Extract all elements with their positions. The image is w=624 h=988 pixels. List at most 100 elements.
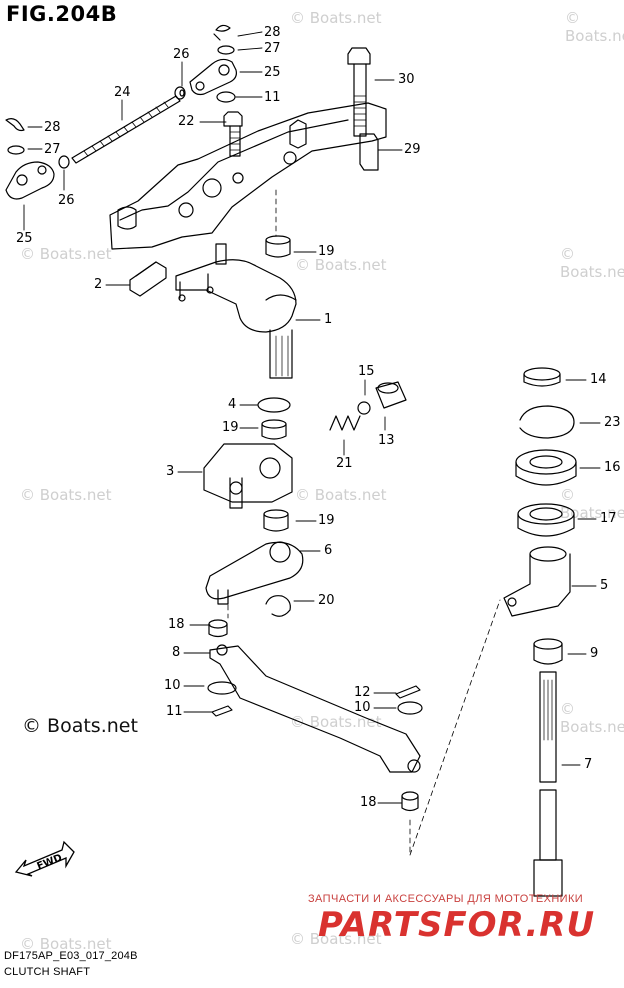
callout-26: 26 (58, 193, 75, 208)
callout-9: 9 (590, 646, 599, 661)
part-21-spring (329, 415, 361, 431)
part-13-sleeve (375, 381, 407, 409)
diagram-name: CLUTCH SHAFT (4, 966, 91, 978)
watermark: © Boats.net (565, 9, 624, 45)
callout-14: 14 (590, 372, 607, 387)
part-10-washer-b (397, 701, 423, 715)
leader-lines (23, 31, 601, 804)
callout-26: 26 (173, 47, 190, 62)
alignment-lines (227, 189, 501, 856)
callout-8: 8 (172, 645, 181, 660)
fwd-arrow-icon: FWD (14, 840, 75, 877)
callout-1: 1 (324, 312, 333, 327)
callout-19: 19 (318, 244, 335, 259)
callout-4: 4 (228, 397, 237, 412)
promo-text: ЗАПЧАСТИ И АКСЕССУАРЫ ДЛЯ МОТОТЕХНИКИ (308, 893, 584, 905)
callout-24: 24 (114, 85, 131, 100)
part-16-bearing (515, 449, 577, 486)
watermark: © Boats.net (295, 256, 387, 274)
callout-18: 18 (360, 795, 377, 810)
part-25-ball-joint-left (5, 161, 55, 200)
part-3-cam-housing (203, 443, 293, 509)
part-9-bushing (533, 638, 563, 665)
callout-19: 19 (222, 420, 239, 435)
callout-28: 28 (264, 25, 281, 40)
callout-21: 21 (336, 456, 353, 471)
part-8-link-rod (209, 644, 421, 773)
model-code: DF175AP_E03_017_204B (4, 950, 138, 962)
part-19-bushing-a (265, 235, 291, 258)
part-25-ball-joint-top (189, 58, 237, 96)
watermark: © Boats.net (20, 935, 112, 953)
part-18-bushing-a (208, 619, 228, 638)
callout-17: 17 (600, 511, 617, 526)
watermark: © Boats.net (295, 486, 387, 504)
watermark: © Boats.net (290, 713, 382, 731)
part-7-clutch-shaft (533, 671, 563, 897)
part-4-washer (257, 397, 291, 413)
callout-11: 11 (166, 704, 183, 719)
part-27-washer-top (217, 45, 235, 55)
part-12-cotter-pin (395, 685, 421, 699)
watermark: © Boats.net (20, 245, 112, 263)
callout-6: 6 (324, 543, 333, 558)
callout-15: 15 (358, 364, 375, 379)
part-19-bushing-b (261, 419, 287, 440)
part-30-bolt (347, 47, 371, 137)
callout-28: 28 (44, 120, 61, 135)
part-28-clip-left (5, 118, 25, 132)
watermark: © Boats.net (560, 245, 624, 281)
part-15-ball (357, 401, 371, 415)
callout-30: 30 (398, 72, 415, 87)
callout-29: 29 (404, 142, 421, 157)
callout-20: 20 (318, 593, 335, 608)
part-11-washer-top (216, 91, 236, 103)
part-28-clip-top (213, 24, 231, 41)
part-27-washer-left (7, 145, 25, 155)
callout-18: 18 (168, 617, 185, 632)
callout-13: 13 (378, 433, 395, 448)
watermark-large: © Boats.net (22, 715, 138, 737)
part-20-circlip (265, 595, 291, 617)
part-29-bracket (109, 102, 387, 250)
callout-2: 2 (94, 277, 103, 292)
part-2-clip (129, 261, 167, 297)
callout-3: 3 (166, 464, 175, 479)
part-24-threaded-rod (71, 95, 181, 164)
callout-23: 23 (604, 415, 621, 430)
watermark: © Boats.net (290, 9, 382, 27)
watermark: © Boats.net (290, 930, 382, 948)
part-14-plug (523, 367, 561, 387)
callout-7: 7 (584, 757, 593, 772)
watermark: © Boats.net (560, 700, 624, 736)
part-26-nut-top (174, 86, 186, 100)
part-19-bushing-c (263, 509, 289, 532)
part-17-seal (517, 503, 575, 537)
watermark: © Boats.net (20, 486, 112, 504)
callout-25: 25 (264, 65, 281, 80)
part-11-cotter-pin (211, 705, 233, 717)
part-5-shaft-housing (503, 546, 571, 617)
promo-logo: PARTSFOR.RU (318, 905, 596, 945)
part-6-lever (205, 541, 304, 605)
part-10-washer-a (207, 681, 237, 695)
part-22-bolt (223, 111, 243, 157)
callout-27: 27 (44, 142, 61, 157)
callout-11: 11 (264, 90, 281, 105)
part-26-nut-left (58, 155, 70, 169)
callout-12: 12 (354, 685, 371, 700)
callout-5: 5 (600, 578, 609, 593)
callout-10: 10 (164, 678, 181, 693)
part-1-shift-lever (175, 243, 297, 379)
figure-title: FIG.204B (6, 2, 118, 26)
callout-10: 10 (354, 700, 371, 715)
callout-22: 22 (178, 114, 195, 129)
watermark: © Boats.net (560, 486, 624, 522)
callout-27: 27 (264, 41, 281, 56)
callout-19: 19 (318, 513, 335, 528)
callout-25: 25 (16, 231, 33, 246)
part-18-bushing-b (401, 791, 419, 812)
callout-16: 16 (604, 460, 621, 475)
part-23-retaining-ring (519, 405, 575, 439)
